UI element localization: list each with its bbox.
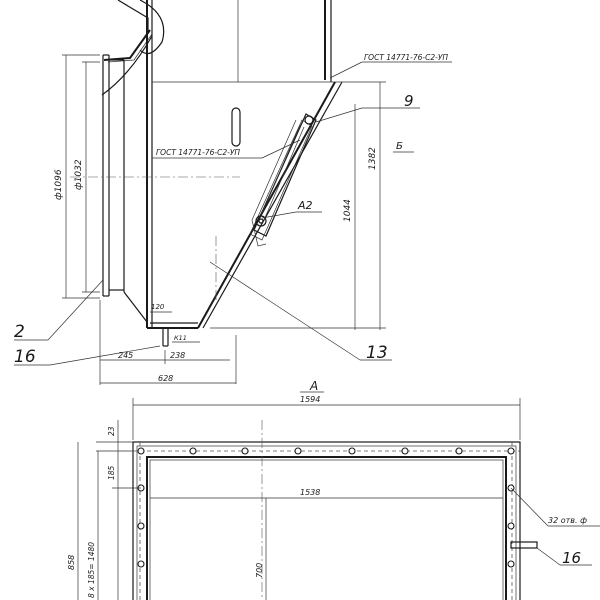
dim-700: 700 bbox=[255, 563, 264, 578]
callout-13: 13 bbox=[366, 343, 388, 363]
side-section-view: ф1096 ф1032 1382 1044 ГОСТ 14771-76-С2-У… bbox=[14, 0, 452, 385]
dim-pitch: 8 х 185= 1480 bbox=[87, 542, 96, 598]
dim-245: 245 bbox=[118, 351, 133, 360]
dim-outer-diameter: ф1096 bbox=[54, 169, 64, 200]
dim-185: 185 bbox=[107, 465, 116, 480]
dim-1538: 1538 bbox=[300, 488, 320, 497]
dim-23: 23 bbox=[107, 426, 116, 436]
callout-16: 16 bbox=[14, 347, 36, 367]
view-a: А 1594 bbox=[67, 379, 600, 600]
dim-858: 858 bbox=[67, 555, 76, 570]
dim-height-1044: 1044 bbox=[343, 199, 353, 222]
callout-2: 2 bbox=[14, 322, 25, 342]
dim-628: 628 bbox=[158, 374, 173, 383]
dim-238: 238 bbox=[170, 351, 185, 360]
weld-k11: К11 bbox=[174, 334, 187, 342]
callout-9: 9 bbox=[404, 92, 414, 110]
dim-height-1382: 1382 bbox=[368, 147, 378, 170]
holes-callout: 32 отв. ф bbox=[548, 516, 587, 525]
view-a-label: А bbox=[309, 379, 318, 393]
dim-inner-diameter: ф1032 bbox=[74, 159, 84, 190]
callout-a2: А2 bbox=[297, 199, 313, 212]
dim-120: 120 bbox=[151, 303, 165, 311]
dim-1594: 1594 bbox=[300, 395, 320, 404]
callout-16-lower: 16 bbox=[562, 549, 581, 567]
callout-b: Б bbox=[396, 141, 403, 152]
weld-callout-mid: ГОСТ 14771-76-С2-УП bbox=[156, 148, 240, 157]
weld-callout-top: ГОСТ 14771-76-С2-УП bbox=[364, 53, 448, 62]
